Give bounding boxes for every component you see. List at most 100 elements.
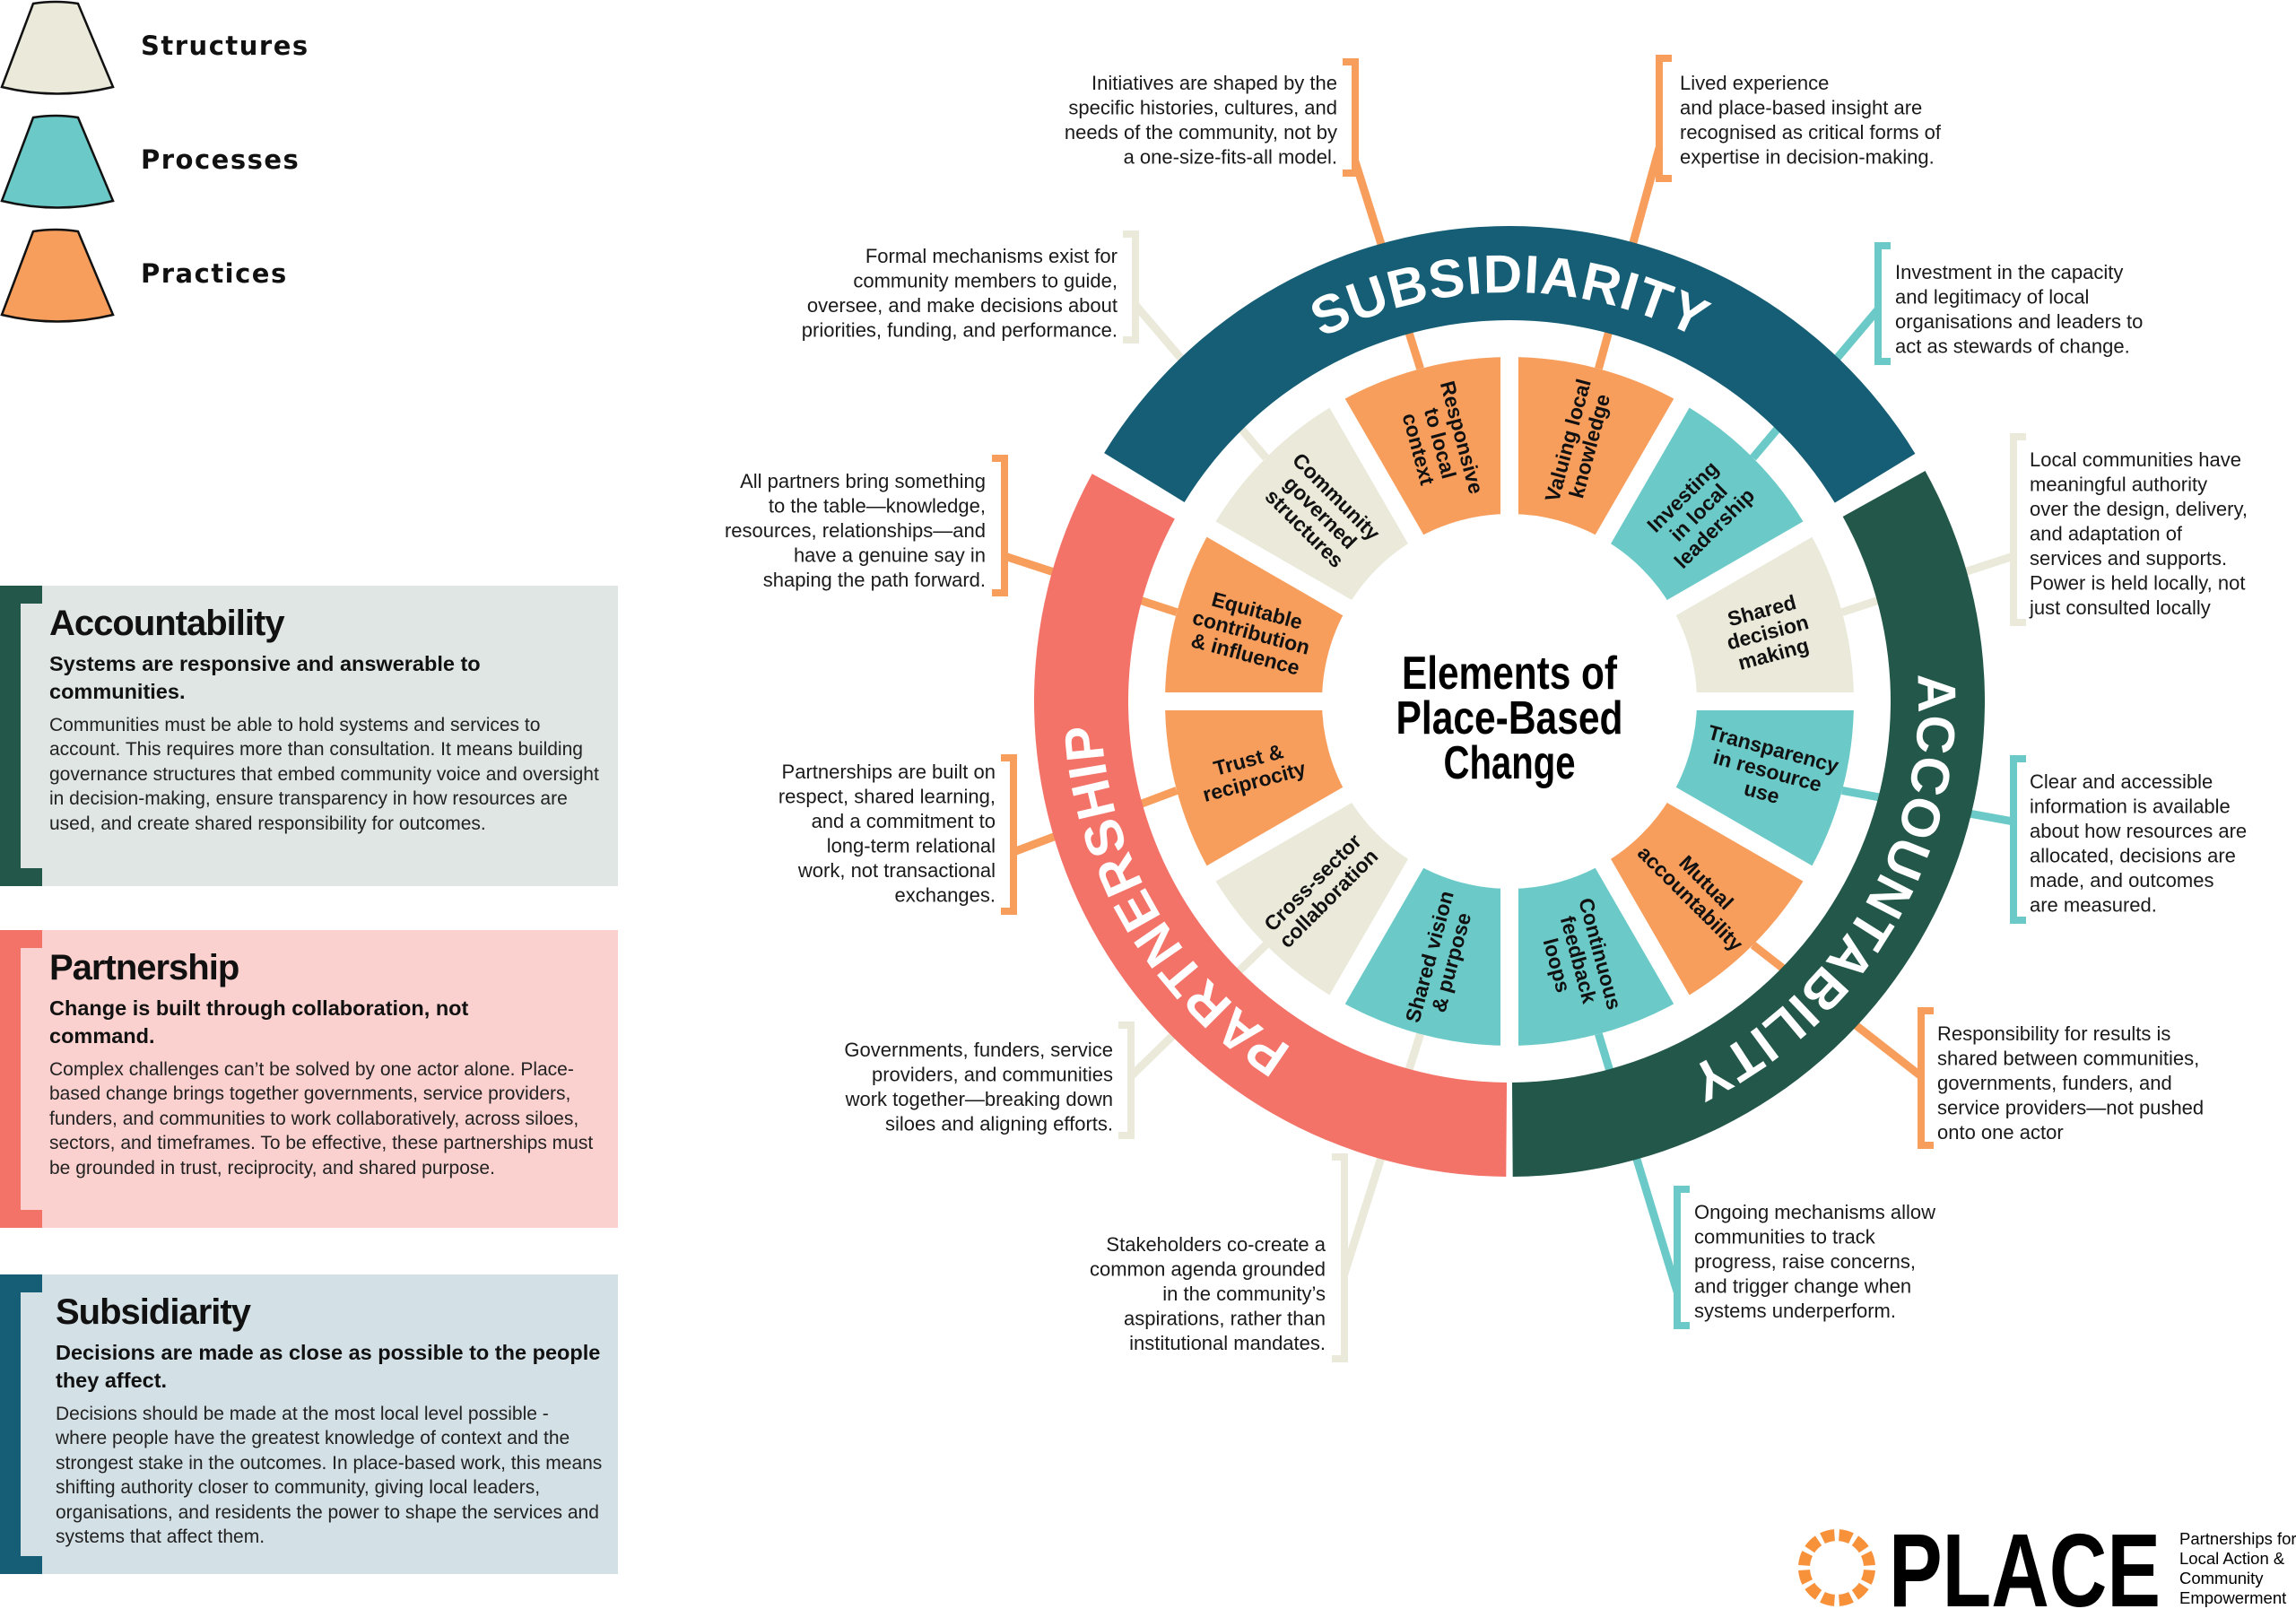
annotation-line: progress, raise concerns, — [1694, 1250, 1916, 1273]
annotation-line: allocated, decisions are — [2030, 845, 2236, 867]
panel-subtitle: Change is built through collaboration, n… — [49, 996, 469, 1048]
annotation-line: recognised as critical forms of — [1680, 121, 1942, 144]
logo-tagline-line: Local Action & — [2179, 1549, 2285, 1568]
annotation-line: information is available — [2030, 796, 2231, 818]
center-title: Elements of Place-Based Change — [1396, 648, 1623, 789]
logo-ring-segment — [1798, 1551, 1813, 1566]
logo-ring-icon — [1798, 1529, 1875, 1606]
panel-title: Partnership — [49, 948, 239, 987]
element-segment: Trust &reciprocity — [1165, 701, 1348, 874]
annotation-line: work, not transactional — [797, 859, 996, 882]
segment-shape — [1671, 701, 1854, 874]
annotation-line: priorities, funding, and performance. — [802, 319, 1118, 342]
ring-shape — [1511, 471, 1985, 1177]
logo-tagline-line: Partnerships for — [2179, 1529, 2296, 1548]
annotation-line: Local communities have — [2030, 448, 2241, 471]
annotation-line: Clear and accessible — [2030, 770, 2213, 793]
annotation-line: needs of the community, not by — [1065, 121, 1337, 144]
segment-shape — [1509, 357, 1682, 540]
segment-shape — [1337, 863, 1509, 1046]
annotation-line: in the community’s — [1162, 1283, 1326, 1305]
annotation-line: institutional mandates. — [1129, 1332, 1326, 1354]
segment-gap — [1656, 780, 1825, 889]
annotation-line: and adaptation of — [2030, 523, 2183, 545]
annotation-line: have a genuine say in — [794, 544, 986, 567]
accountability-panel: Accountability Systems are responsive an… — [0, 586, 618, 886]
logo-ring-segment — [1805, 1582, 1822, 1600]
logo-tagline-line: Empowerment — [2179, 1588, 2286, 1607]
logo-ring-segment — [1798, 1570, 1813, 1585]
annotation-line: shaping the path forward. — [763, 569, 986, 591]
element-segment: Transparencyin resourceuse — [1671, 701, 1854, 874]
panel-bracket — [0, 586, 42, 886]
legend-label: Practices — [141, 258, 288, 289]
segment-gap — [1588, 848, 1697, 1017]
legend-processes: Processes — [0, 114, 359, 213]
element-segment: Continuousfeedbackloops — [1509, 863, 1682, 1046]
annotation-line: long-term relational — [827, 835, 996, 857]
panel-title: Subsidiarity — [56, 1292, 251, 1332]
annotation-line: systems underperform. — [1694, 1300, 1896, 1322]
logo-ring-segment — [1851, 1582, 1869, 1600]
annotation-line: just consulted locally — [2029, 596, 2211, 619]
annotation-line: over the design, delivery, — [2030, 498, 2248, 520]
element-segment: Shareddecisionmaking — [1671, 529, 1854, 701]
annotation-line: exchanges. — [894, 884, 996, 907]
annotation-bracket — [1674, 1186, 1690, 1329]
annotation: Clear and accessible information is avail… — [2010, 755, 2247, 924]
annotation-line: communities to track — [1694, 1226, 1876, 1248]
logo-ring-segment — [1820, 1591, 1835, 1606]
annotation-line: Governments, funders, service — [844, 1039, 1113, 1061]
annotation-line: All partners bring something — [740, 470, 986, 492]
annotation-line: Formal mechanisms exist for — [865, 245, 1118, 267]
annotation-line: governments, funders, and — [1937, 1072, 2172, 1094]
legend-practices: Practices — [0, 228, 359, 326]
element-segment: Valuing localknowledge — [1509, 357, 1682, 540]
element-segment: Shared vision& purpose — [1337, 863, 1509, 1046]
annotation-bracket — [1874, 242, 1891, 365]
panel-subtitle: Decisions are made as close as possible … — [56, 1341, 601, 1392]
segment-gap — [1322, 386, 1431, 555]
annotation-bracket — [992, 455, 1008, 596]
partnership-panel: Partnership Change is built through coll… — [0, 930, 618, 1228]
logo-ring-segment — [1820, 1529, 1835, 1544]
segment-shape — [1671, 529, 1854, 701]
annotation: Responsibility for results is shared betw… — [1918, 1007, 2204, 1149]
segment-shape — [1509, 863, 1682, 1046]
annotation-line: service providers—not pushed — [1937, 1097, 2204, 1119]
annotation-line: and trigger change when — [1694, 1275, 1911, 1298]
legend-structures: Structures — [0, 0, 359, 99]
subsidiarity-panel: Subsidiarity Decisions are made as close… — [0, 1274, 618, 1574]
annotation-bracket — [1118, 1022, 1135, 1139]
annotation-line: are measured. — [2030, 894, 2157, 917]
annotation-line: a one-size-fits-all model. — [1124, 146, 1337, 169]
logo-ring-segment — [1805, 1535, 1822, 1553]
processes-swatch-icon — [0, 114, 115, 209]
annotation-line: and legitimacy of local — [1895, 286, 2089, 309]
annotation-line: shared between communities, — [1937, 1048, 2199, 1070]
annotation-line: aspirations, rather than — [1124, 1308, 1326, 1330]
annotation-line: Responsibility for results is — [1937, 1022, 2170, 1045]
annotation-line: resources, relationships—and — [725, 519, 986, 542]
logo-ring-segment — [1851, 1535, 1869, 1553]
legend-label: Processes — [141, 144, 300, 175]
panel-bracket — [0, 1274, 42, 1574]
panel-body: Decisions should be made at the most loc… — [56, 1404, 603, 1548]
annotation-bracket — [1343, 58, 1359, 177]
annotation-text: Clear and accessible information is avail… — [2030, 770, 2247, 917]
annotation-bracket — [1918, 1007, 1934, 1149]
panel-bracket — [0, 930, 42, 1228]
annotation-line: Investment in the capacity — [1895, 261, 2123, 283]
place-logo: PLACE Partnerships for Local Action & Co… — [1798, 1512, 2296, 1609]
